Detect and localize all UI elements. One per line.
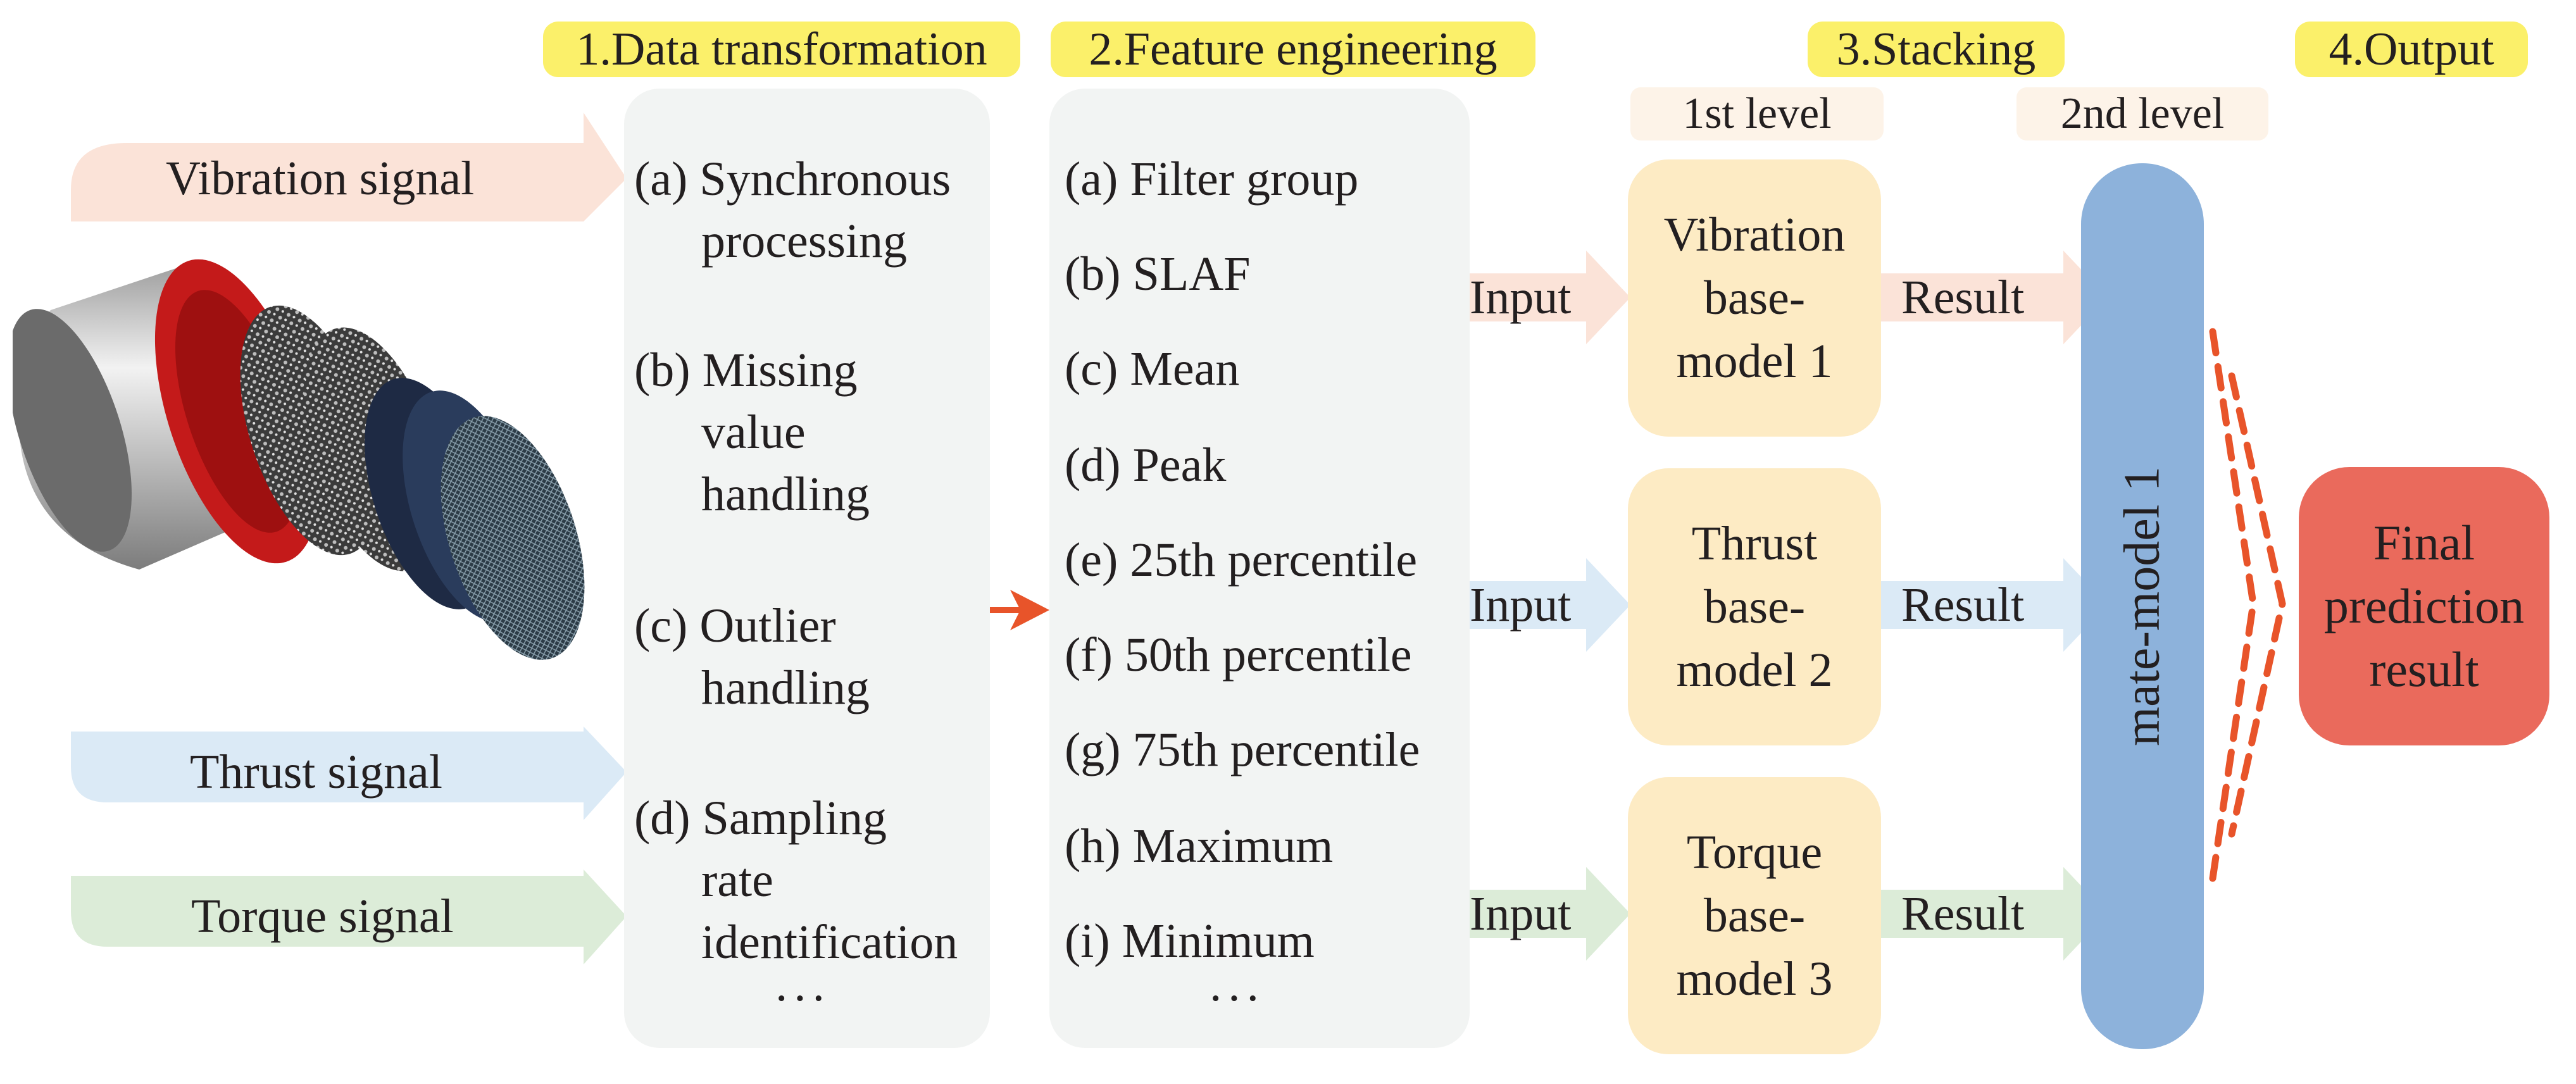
result-label-torque: Result bbox=[1901, 887, 2025, 940]
feature-item-c: (c) Mean bbox=[1065, 342, 1240, 396]
base-model-1-line2: base- bbox=[1703, 271, 1806, 325]
result-arrow-torque bbox=[1881, 867, 2108, 961]
base-model-1-line3: model 1 bbox=[1676, 335, 1833, 388]
base-model-2-line3: model 2 bbox=[1676, 644, 1833, 697]
base-model-torque: Torque base- model 3 bbox=[1628, 777, 1881, 1054]
result-label-vibration: Result bbox=[1901, 271, 2025, 324]
base-model-2-line2: base- bbox=[1703, 580, 1806, 633]
transformation-item-a-line2: processing bbox=[701, 215, 908, 268]
transformation-item-b: (b) Missing value handling bbox=[634, 339, 870, 525]
feature-more-ellipsis: ··· bbox=[1208, 972, 1263, 1025]
feature-item-g: (g) 75th percentile bbox=[1065, 723, 1420, 776]
stage-feature-engineering: 2.Feature engineering bbox=[1051, 22, 1535, 77]
level-second: 2nd level bbox=[2016, 87, 2268, 140]
final-line2: prediction bbox=[2323, 578, 2525, 633]
input-arrow-torque bbox=[1449, 867, 1630, 961]
transformation-item-b-line3: handling bbox=[701, 468, 870, 521]
transition-arrow-icon bbox=[985, 590, 1049, 630]
transformation-item-c-line2: handling bbox=[701, 661, 870, 714]
level-first: 1st level bbox=[1630, 87, 1884, 140]
vibration-signal-label: Vibration signal bbox=[166, 152, 475, 205]
vibration-signal-arrow bbox=[71, 113, 627, 221]
feature-item-d: (d) Peak bbox=[1065, 439, 1227, 492]
base-model-vibration: Vibration base- model 1 bbox=[1628, 159, 1881, 437]
transformation-item-c-line1: (c) Outlier bbox=[634, 599, 836, 652]
stage-data-transformation: 1.Data transformation bbox=[543, 22, 1020, 77]
base-model-3-line1: Torque bbox=[1686, 826, 1823, 879]
transformation-item-d-line3: identification bbox=[701, 916, 958, 969]
transformation-item-d-line1: (d) Sampling bbox=[634, 792, 887, 845]
tbm-cutter-illustration bbox=[13, 259, 585, 660]
final-line1: Final bbox=[2373, 515, 2475, 570]
torque-signal-arrow bbox=[71, 869, 627, 964]
base-model-1-line1: Vibration bbox=[1663, 208, 1846, 261]
base-model-3-line2: base- bbox=[1703, 889, 1806, 942]
input-label-torque: Input bbox=[1470, 887, 1572, 940]
final-line3: result bbox=[2369, 642, 2479, 697]
thrust-signal-label: Thrust signal bbox=[190, 745, 442, 799]
final-prediction-box: Final prediction result bbox=[2299, 467, 2549, 745]
thrust-signal-arrow bbox=[71, 726, 627, 820]
input-label-vibration: Input bbox=[1470, 271, 1572, 324]
base-model-3-line3: model 3 bbox=[1676, 952, 1833, 1006]
feature-engineering-panel bbox=[1049, 89, 1470, 1048]
stage-stacking: 3.Stacking bbox=[1808, 22, 2065, 77]
transformation-item-b-line1: (b) Missing bbox=[634, 344, 858, 397]
meta-model-label: mate-model 1 bbox=[2114, 466, 2170, 747]
stage-output: 4.Output bbox=[2295, 22, 2528, 77]
transformation-item-a-line1: (a) Synchronous bbox=[634, 153, 951, 206]
torque-signal-label: Torque signal bbox=[191, 890, 454, 943]
transformation-more-ellipsis: ··· bbox=[773, 972, 829, 1025]
input-label-thrust: Input bbox=[1470, 578, 1572, 632]
feature-item-b: (b) SLAF bbox=[1065, 247, 1251, 301]
data-transformation-panel bbox=[624, 89, 990, 1048]
feature-item-f: (f) 50th percentile bbox=[1065, 628, 1412, 682]
feature-item-a: (a) Filter group bbox=[1065, 153, 1359, 206]
result-arrow-vibration bbox=[1881, 251, 2108, 344]
feature-item-i: (i) Minimum bbox=[1065, 914, 1315, 968]
base-model-2-line1: Thrust bbox=[1691, 517, 1818, 570]
transformation-item-d-line2: rate bbox=[701, 854, 773, 907]
input-arrow-thrust bbox=[1449, 558, 1630, 652]
meta-model-bar: mate-model 1 bbox=[2081, 163, 2204, 1049]
result-label-thrust: Result bbox=[1901, 578, 2025, 632]
transformation-item-c: (c) Outlier handling bbox=[634, 595, 870, 719]
input-arrow-vibration bbox=[1449, 251, 1630, 344]
dashed-output-chevron bbox=[2209, 328, 2286, 882]
transformation-item-b-line2: value bbox=[701, 406, 806, 459]
base-model-thrust: Thrust base- model 2 bbox=[1628, 468, 1881, 745]
transformation-item-a: (a) Synchronous processing bbox=[634, 148, 951, 272]
result-arrow-thrust bbox=[1881, 558, 2108, 652]
feature-item-e: (e) 25th percentile bbox=[1065, 533, 1418, 587]
transformation-item-d: (d) Sampling rate identification bbox=[634, 787, 958, 973]
feature-item-h: (h) Maximum bbox=[1065, 819, 1334, 873]
